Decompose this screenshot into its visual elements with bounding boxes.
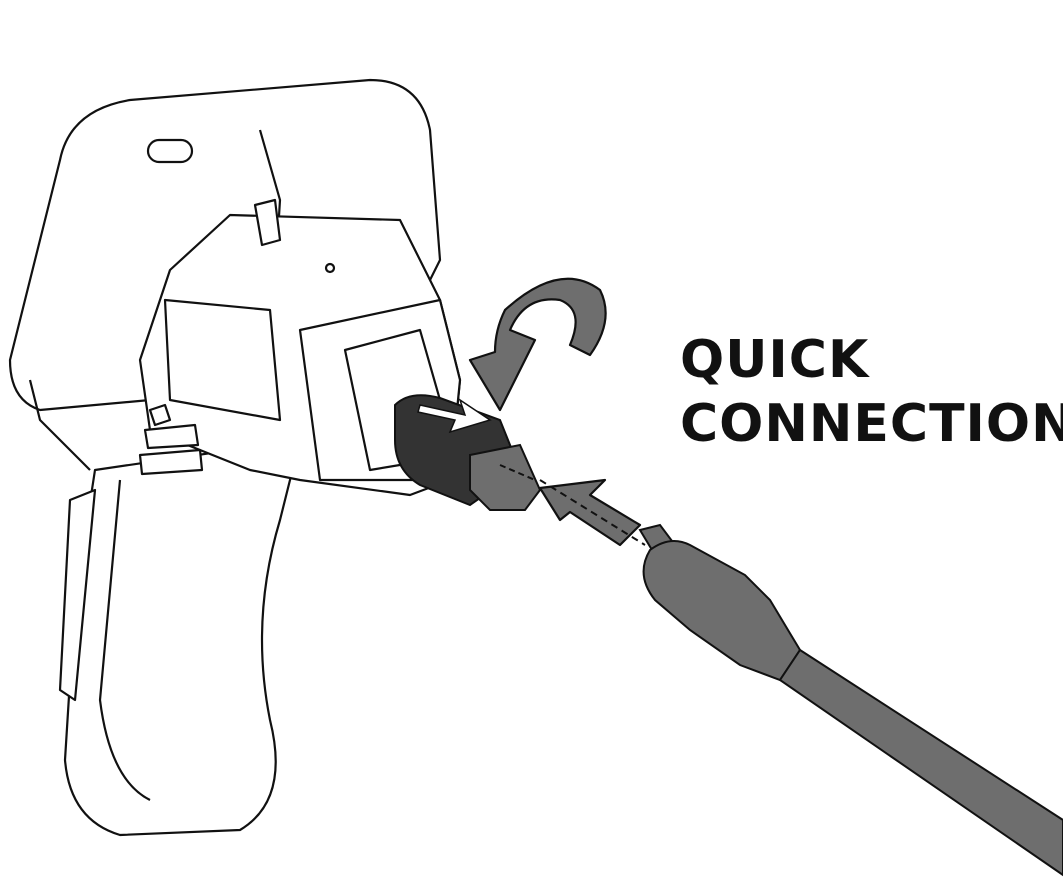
rotate-arrow-icon <box>468 277 607 412</box>
heading-line-1: QUICK <box>680 330 870 390</box>
power-button <box>146 138 194 164</box>
probe-cable <box>778 648 1063 877</box>
quick-connection-heading: QUICK CONNECTION <box>680 328 1063 456</box>
device-handle <box>63 438 302 837</box>
probe-plug <box>642 540 802 682</box>
heading-line-2: CONNECTION <box>680 394 1063 454</box>
